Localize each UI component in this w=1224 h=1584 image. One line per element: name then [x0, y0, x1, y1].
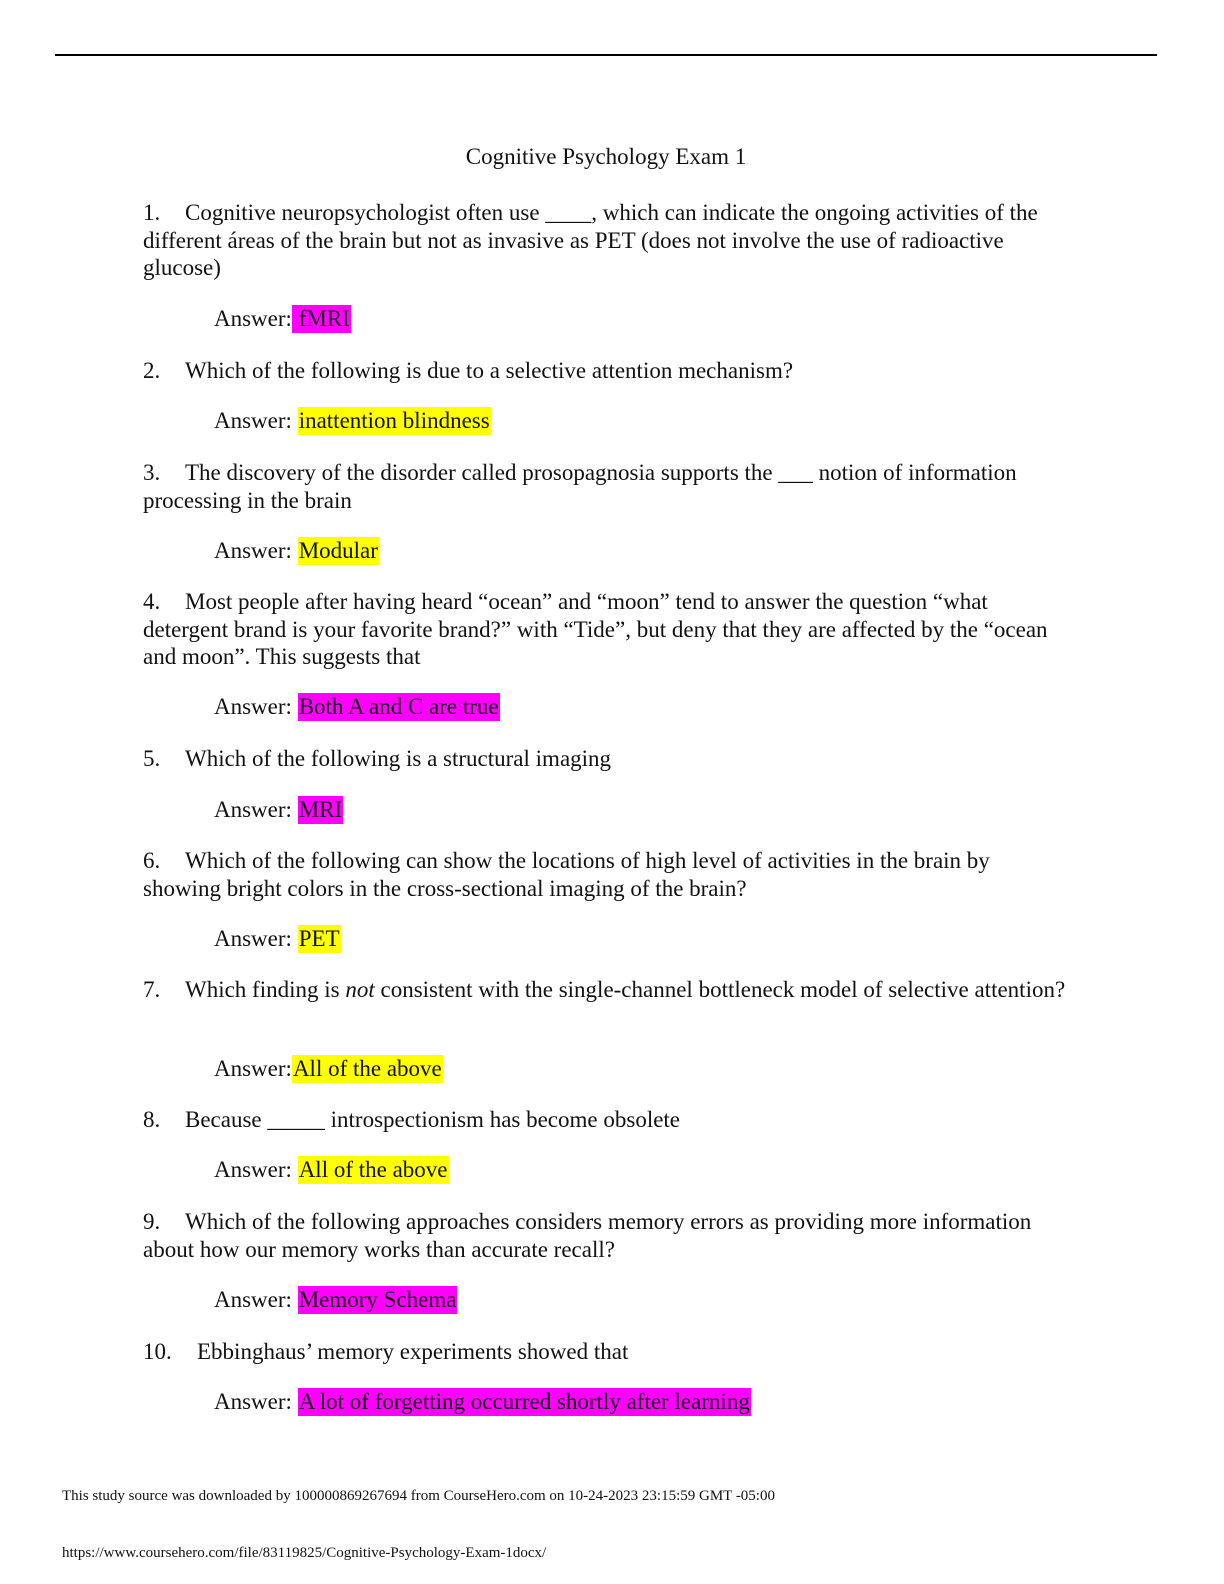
question-6: 6.Which of the following can show the lo… [143, 847, 1073, 902]
question-5: 5. Which of the following is a structural… [143, 745, 1073, 773]
question-text-emphasis: not [345, 977, 375, 1002]
question-text: The discovery of the disorder called pro… [143, 460, 1017, 513]
answer-highlight: PET [297, 925, 341, 953]
question-text-start: Which finding is [185, 977, 346, 1002]
question-9: 9.Which of the following approaches cons… [143, 1208, 1073, 1263]
question-1: 1.Cognitive neuropsychologist often use … [143, 199, 1073, 282]
answer-7: Answer:All of the above [214, 1055, 443, 1083]
answer-label: Answer: [214, 1157, 292, 1182]
answer-highlight: Both A and C are true [297, 693, 500, 721]
question-7: 7. Which finding is not consistent with t… [143, 976, 1073, 1004]
question-number: 3. [143, 460, 161, 485]
answer-4: Answer: Both A and C are true [214, 693, 500, 721]
answer-highlight: Memory Schema [297, 1286, 458, 1314]
answer-label: Answer: [214, 926, 292, 951]
question-number: 10. [143, 1339, 172, 1364]
question-text: Which of the following approaches consid… [143, 1209, 1032, 1262]
question-3: 3.The discovery of the disorder called p… [143, 459, 1073, 514]
answer-label: Answer: [214, 408, 292, 433]
question-number: 9. [143, 1209, 161, 1234]
question-text-end: consistent with the single-channel bottl… [374, 977, 1066, 1002]
question-text: Because _____ introspectionism has becom… [185, 1107, 681, 1132]
question-text: Ebbinghaus’ memory experiments showed th… [197, 1339, 629, 1364]
answer-label: Answer: [214, 797, 292, 822]
question-number: 7. [143, 977, 161, 1002]
answer-3: Answer: Modular [214, 537, 379, 565]
document-title: Cognitive Psychology Exam 1 [465, 144, 747, 169]
question-number: 2. [143, 358, 161, 383]
top-divider [55, 54, 1157, 56]
answer-label: Answer: [214, 538, 292, 563]
answer-highlight: MRI [297, 796, 344, 824]
question-text: Cognitive neuropsychologist often use __… [143, 200, 1038, 280]
answer-label: Answer: [214, 694, 292, 719]
question-text: Which of the following can show the loca… [143, 848, 990, 901]
answer-6: Answer: PET [214, 925, 341, 953]
question-number: 5. [143, 746, 161, 771]
question-2: 2. Which of the following is due to a sel… [143, 357, 1073, 385]
question-text: Most people after having heard “ocean” a… [143, 589, 1048, 669]
question-number: 8. [143, 1107, 161, 1132]
question-text: Which of the following is due to a selec… [185, 358, 794, 383]
answer-label: Answer: [214, 1287, 292, 1312]
answer-10: Answer: A lot of forgetting occurred sho… [214, 1388, 751, 1416]
answer-highlight: All of the above [297, 1156, 449, 1184]
answer-label: Answer: [214, 306, 292, 331]
download-notice: This study source was downloaded by 1000… [62, 1488, 775, 1504]
question-text: Which of the following is a structural i… [185, 746, 612, 771]
question-number: 4. [143, 589, 161, 614]
question-number: 1. [143, 200, 161, 225]
question-10: 10. Ebbinghaus’ memory experiments showed… [143, 1338, 1073, 1366]
question-number: 6. [143, 848, 161, 873]
answer-highlight: inattention blindness [297, 407, 491, 435]
answer-8: Answer: All of the above [214, 1156, 449, 1184]
answer-highlight: Modular [297, 537, 379, 565]
source-url[interactable]: https://www.coursehero.com/file/83119825… [62, 1545, 547, 1561]
answer-5: Answer: MRI [214, 796, 344, 824]
answer-highlight: A lot of forgetting occurred shortly aft… [297, 1388, 751, 1416]
answer-2: Answer: inattention blindness [214, 407, 491, 435]
answer-label: Answer: [214, 1056, 292, 1081]
answer-1: Answer: fMRI [214, 305, 351, 333]
answer-9: Answer: Memory Schema [214, 1286, 458, 1314]
answer-highlight: All of the above [291, 1055, 443, 1083]
answer-label: Answer: [214, 1389, 292, 1414]
question-8: 8. Because _____ introspectionism has bec… [143, 1106, 1073, 1134]
question-4: 4.Most people after having heard “ocean”… [143, 588, 1073, 671]
answer-highlight: fMRI [291, 305, 351, 333]
